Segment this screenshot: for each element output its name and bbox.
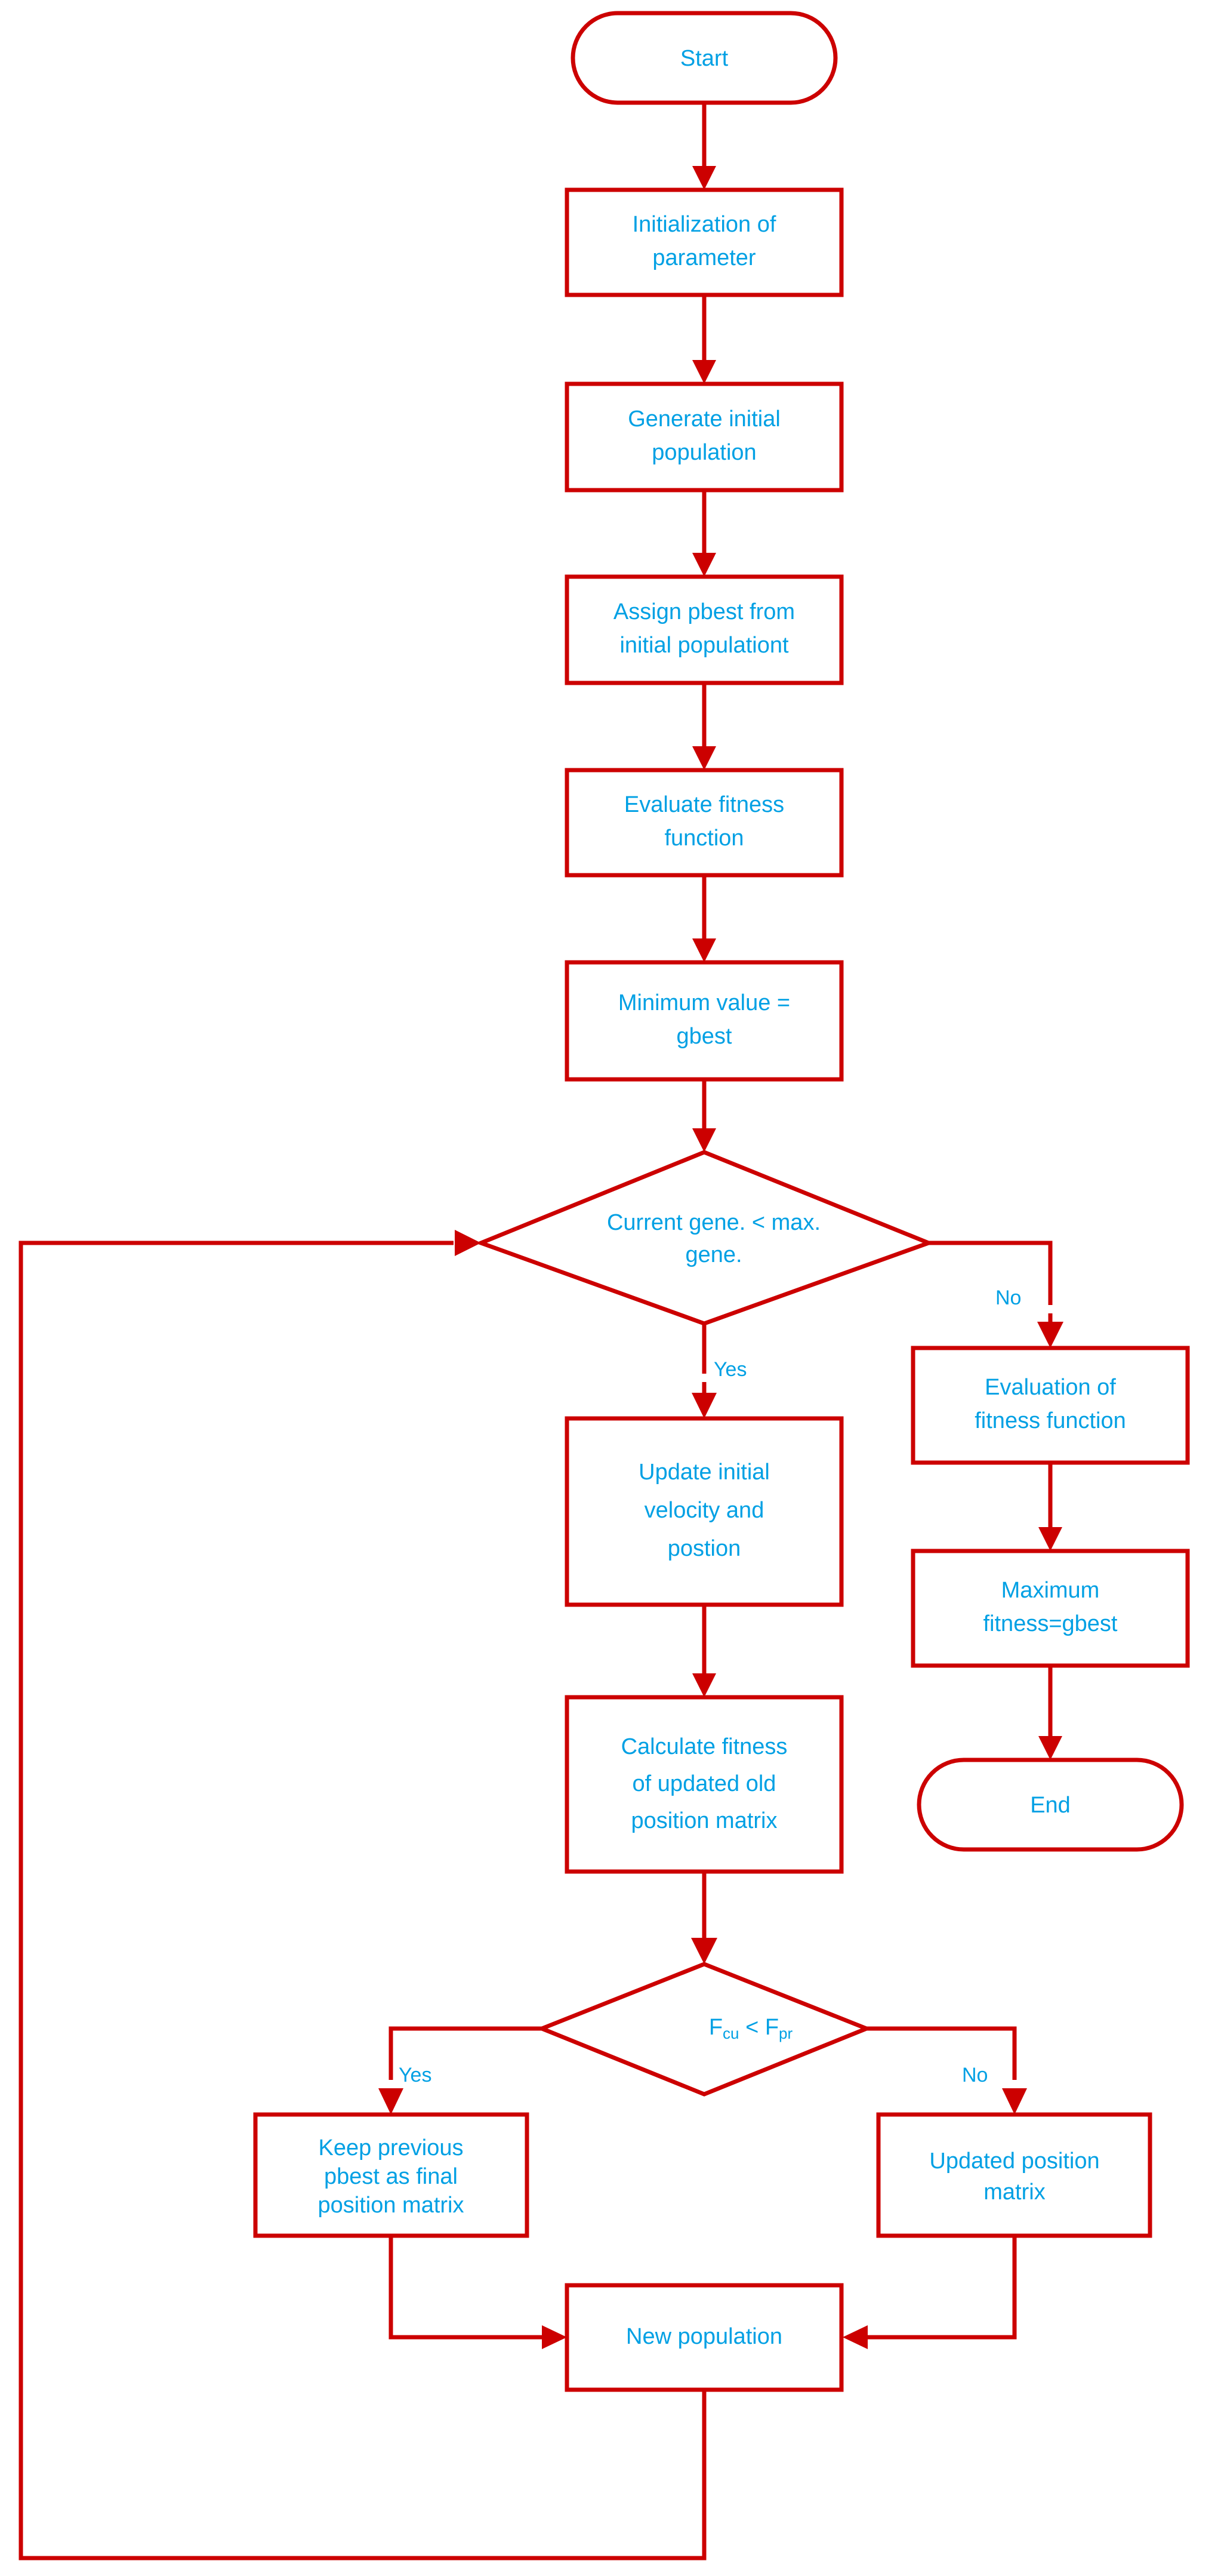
node-generate-line1: Generate initial [628,407,781,432]
connector-start-to-init [692,103,716,190]
node-update-velocity-position[interactable]: Update initial velocity and postion [565,1416,844,1607]
node-keeppbest-line3: position matrix [318,2193,464,2218]
node-calcfit-line1: Calculate fitness [621,1734,788,1759]
connector-decision2-no-branch [867,2026,1027,2115]
node-mingbest-line1: Minimum value = [618,990,790,1015]
edge-label-decision2-no: No [962,2064,988,2086]
node-keep-previous-pbest[interactable]: Keep previous pbest as final position ma… [253,2112,529,2238]
node-keeppbest-line1: Keep previous [319,2135,464,2160]
node-maxfit-line1: Maximum [1001,1578,1100,1603]
connector-maximum-to-end [1038,1666,1062,1760]
connector-calculate-to-decision2 [691,1872,717,1964]
node-init-line2: parameter [652,245,756,270]
node-updatevel-line1: Update initial [639,1460,770,1485]
node-updatevel-line3: postion [668,1536,741,1561]
node-init-line1: Initialization of [633,212,776,237]
node-maxfit-line2: fitness=gbest [983,1611,1118,1636]
node-evaluation-line1: Evaluation of [985,1375,1116,1400]
node-generate-line2: population [652,440,756,465]
connector-keep-to-newpop [388,2236,567,2349]
connector-assign-to-evaluate [692,682,716,770]
node-calcfit-line3: position matrix [631,1808,778,1833]
node-end-label: End [1030,1793,1071,1818]
fcu-sub: cu [723,2024,739,2042]
node-new-population[interactable]: New population [565,2283,844,2392]
node-initialization-of-parameter[interactable]: Initialization of parameter [565,187,844,297]
node-start-label: Start [680,46,729,71]
connector-decision2-yes-branch [378,2026,542,2115]
connector-decision-yes-branch [692,1324,717,1418]
node-assign-pbest[interactable]: Assign pbest from initial populationt [565,574,844,685]
connector-newpop-feedback-loop [18,1230,707,2560]
node-genecheck-line1: Current gene. < max. [607,1210,821,1235]
node-decision-fcu-fpr[interactable]: Fcu < Fpr [536,1962,872,2097]
connector-minimum-to-decision [692,1079,716,1152]
fpr-base: F [765,2015,779,2040]
node-evaluation-of-fitness-function[interactable]: Evaluation of fitness function [911,1346,1190,1465]
connector-init-to-generate [692,294,716,384]
node-generate-initial-population[interactable]: Generate initial population [565,381,844,493]
node-mingbest-line2: gbest [677,1024,732,1049]
fcufpr-operator: < [739,2015,765,2040]
connector-evaluate-to-minimum [692,875,716,962]
connector-updated-to-newpop [843,2236,1017,2349]
node-end[interactable]: End [917,1758,1184,1852]
edge-label-decision-yes: Yes [714,1358,747,1381]
node-updatedpos-line1: Updated position [929,2149,1099,2174]
node-updated-position-matrix[interactable]: Updated position matrix [876,2112,1152,2238]
node-keeppbest-line2: pbest as final [324,2164,458,2189]
node-genecheck-line2: gene. [685,1242,742,1267]
node-calculate-fitness-updated[interactable]: Calculate fitness of updated old positio… [565,1695,844,1874]
node-updatedpos-line2: matrix [983,2180,1045,2205]
node-evalfit-line2: function [664,826,744,851]
connector-generate-to-assign [692,490,716,577]
node-assign-line1: Assign pbest from [613,599,795,624]
node-decision-current-gene[interactable]: Current gene. < max. gene. [475,1150,935,1326]
node-evalfit-line1: Evaluate fitness [624,792,784,817]
node-assign-line2: initial populationt [619,633,789,658]
node-calcfit-line2: of updated old [633,1771,776,1796]
connector-evaluation-to-maximum [1038,1463,1062,1551]
node-minimum-value-gbest[interactable]: Minimum value = gbest [565,960,844,1082]
node-start[interactable]: Start [571,11,838,105]
node-evaluate-fitness-function[interactable]: Evaluate fitness function [565,768,844,878]
node-newpop-label: New population [626,2324,782,2349]
node-fcufpr-expression: Fcu < Fpr [709,2015,793,2042]
node-maximum-fitness-gbest[interactable]: Maximum fitness=gbest [911,1549,1190,1668]
connector-decision-no-branch [929,1241,1063,1348]
edge-label-decision-no: No [995,1287,1021,1309]
connector-update-to-calculate [692,1605,716,1697]
node-evaluation-line2: fitness function [975,1408,1126,1433]
fpr-sub: pr [779,2024,793,2042]
edge-label-decision2-yes: Yes [399,2064,431,2086]
fcu-base: F [709,2015,723,2040]
node-updatevel-line2: velocity and [645,1498,764,1523]
